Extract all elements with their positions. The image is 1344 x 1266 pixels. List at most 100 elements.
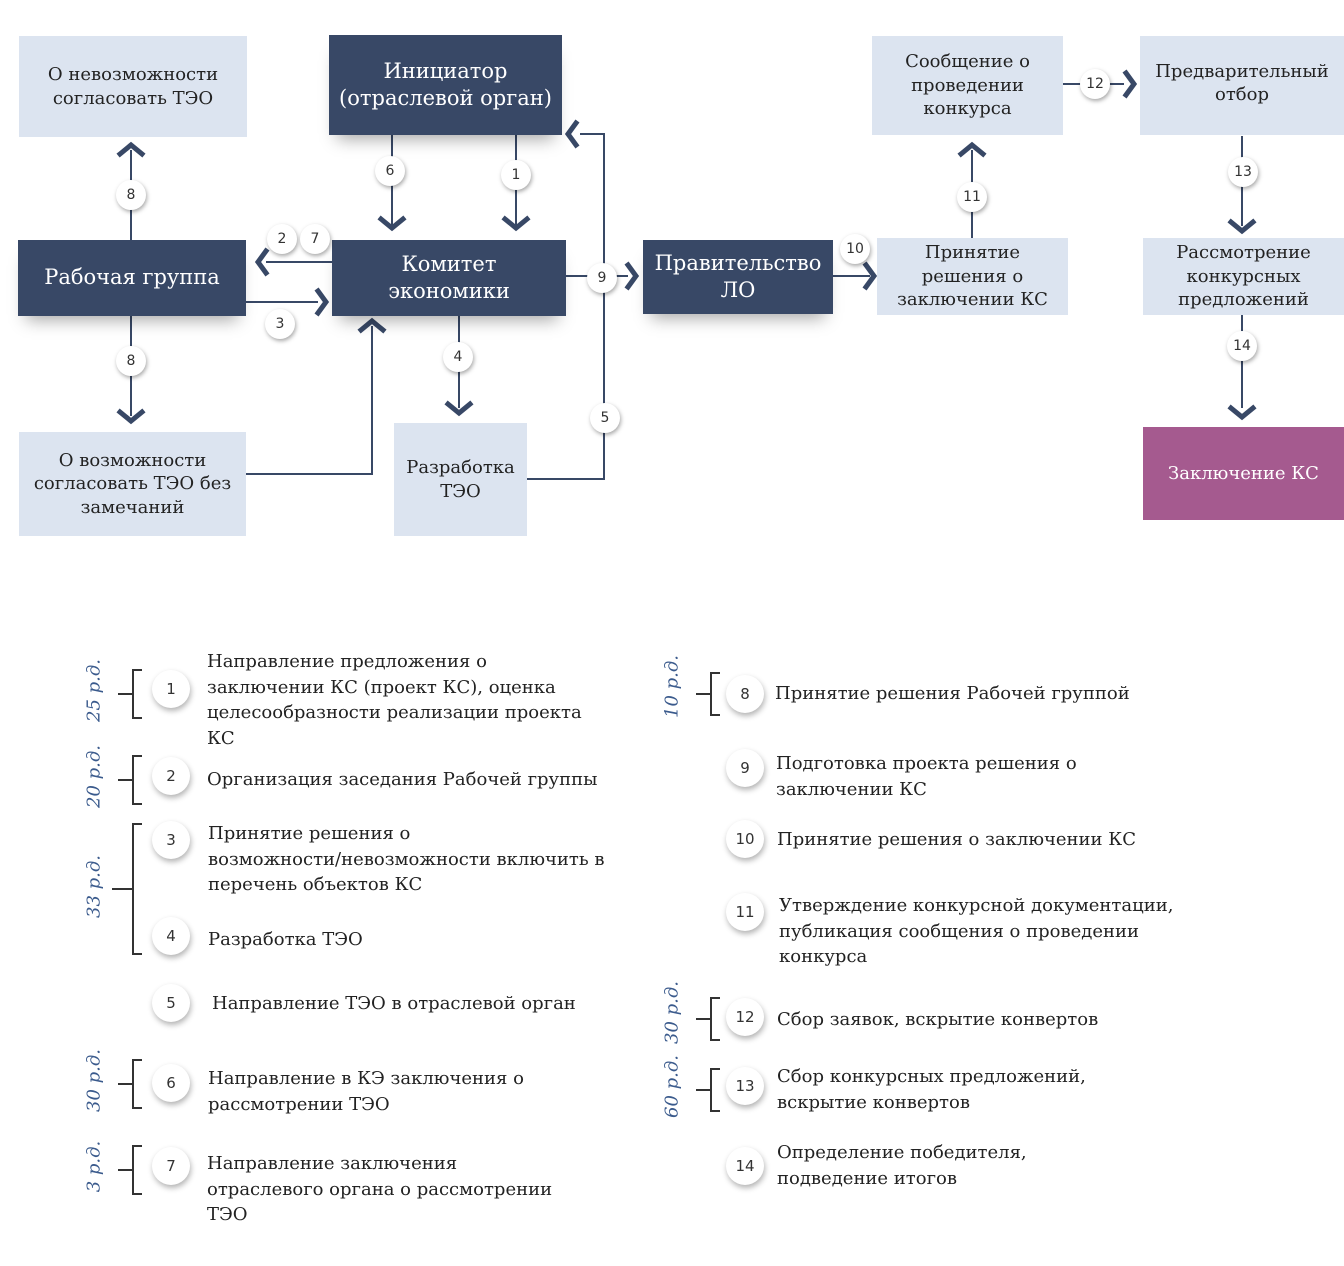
step-number: 13: [1228, 157, 1258, 187]
brace-8: [710, 672, 720, 716]
legend-text: Направление ТЭО в отраслевой орган: [212, 993, 576, 1014]
legend-text: Подготовка проекта решения о заключении …: [776, 753, 1077, 800]
arrowhead-4: [444, 400, 474, 417]
duration-label: 33 р.д.: [83, 855, 105, 918]
arrowhead-6: [377, 215, 407, 232]
brace-2: [132, 755, 142, 805]
arrowhead-8-down: [116, 408, 146, 425]
box-conclusion-label: Заключение КС: [1168, 462, 1319, 484]
legend-text: Сбор заявок, вскрытие конвертов: [777, 1009, 1099, 1030]
step-number: 14: [1227, 331, 1257, 361]
step-number: 2: [267, 224, 297, 254]
legend-text: Направление в КЭ заключения о рассмотрен…: [208, 1068, 524, 1115]
legend-text: Направление предложения о заключении КС …: [207, 651, 582, 749]
duration-label: 10 р.д.: [661, 655, 683, 718]
box-government-label: Правительство ЛО: [654, 250, 822, 302]
step-number: 12: [1080, 69, 1110, 99]
legend-number: 9: [726, 749, 764, 787]
legend-text: Принятие решения Рабочей группой: [775, 683, 1130, 704]
legend-text: Определение победителя, подведение итого…: [777, 1142, 1027, 1189]
legend-text: Разработка ТЭО: [208, 929, 363, 950]
step-number: 5: [590, 403, 620, 433]
duration-label: 30 р.д.: [661, 981, 683, 1044]
duration-label: 20 р.д.: [83, 745, 105, 808]
legend-text: Направление заключения отраслевого орган…: [207, 1153, 553, 1225]
step-number: 10: [840, 234, 870, 264]
arrowhead-possible: [357, 317, 387, 334]
box-committee-label: Комитет экономики: [388, 251, 510, 303]
legend-number: 11: [726, 893, 764, 931]
brace-7: [132, 1145, 142, 1195]
box-impossible-label: О невозможности согласовать ТЭО: [47, 64, 219, 109]
box-possible: О возможности согласовать ТЭО без замеча…: [19, 432, 246, 536]
legend-text: Утверждение конкурсной документации, пуб…: [779, 895, 1174, 967]
box-initiator-label: Инициатор (отраслевой орган): [339, 58, 552, 110]
box-teo-development: Разработка ТЭО: [394, 423, 527, 536]
arrowhead-9: [624, 261, 640, 291]
brace-1: [132, 669, 142, 719]
box-initiator: Инициатор (отраслевой орган): [329, 35, 562, 135]
step-number: 6: [375, 156, 405, 186]
arrowhead-3: [314, 287, 330, 317]
legend-number: 12: [726, 998, 764, 1036]
arrowhead-12: [1122, 69, 1138, 99]
connector-5: [527, 133, 605, 480]
box-preselection: Предварительный отбор: [1140, 36, 1344, 135]
arrowhead-10: [862, 261, 878, 291]
duration-label: 60 р.д.: [661, 1055, 683, 1118]
legend-number: 4: [152, 917, 190, 955]
legend-text: Организация заседания Рабочей группы: [207, 769, 598, 790]
box-decision: Принятие решения о заключении КС: [877, 238, 1068, 315]
box-working-group-label: Рабочая группа: [44, 265, 220, 290]
legend-number: 6: [152, 1064, 190, 1102]
step-number: 3: [265, 309, 295, 339]
legend-text: Сбор конкурсных предложений, вскрытие ко…: [777, 1066, 1086, 1113]
brace-3-4: [132, 823, 142, 955]
legend-text: Принятие решения о заключении КС: [777, 829, 1136, 850]
box-teo-development-label: Разработка ТЭО: [406, 457, 515, 502]
box-conclusion: Заключение КС: [1143, 427, 1344, 520]
arrowhead-1: [501, 215, 531, 232]
box-preselection-label: Предварительный отбор: [1155, 61, 1329, 106]
legend-text: Принятие решения о возможности/невозможн…: [208, 823, 605, 895]
step-number: 8: [116, 180, 146, 210]
step-number: 8: [116, 346, 146, 376]
step-number: 7: [300, 224, 330, 254]
step-number: 1: [501, 160, 531, 190]
legend-number: 5: [152, 984, 190, 1022]
duration-label: 3 р.д.: [83, 1140, 105, 1193]
legend-number: 10: [726, 820, 764, 858]
connector-possible: [246, 326, 373, 475]
brace-13: [710, 1068, 720, 1112]
legend-number: 13: [726, 1067, 764, 1105]
step-number: 9: [587, 263, 617, 293]
box-possible-label: О возможности согласовать ТЭО без замеча…: [33, 449, 232, 518]
brace-12: [710, 997, 720, 1041]
legend-number: 14: [726, 1147, 764, 1185]
arrowhead-11: [957, 141, 987, 158]
box-decision-label: Принятие решения о заключении КС: [897, 242, 1048, 311]
duration-label: 25 р.д.: [83, 659, 105, 722]
arrowhead-14: [1227, 404, 1257, 421]
box-impossible: О невозможности согласовать ТЭО: [19, 36, 247, 137]
legend-number: 8: [726, 675, 764, 713]
box-working-group: Рабочая группа: [18, 240, 246, 316]
box-review-label: Рассмотрение конкурсных предложений: [1176, 242, 1311, 311]
duration-label: 30 р.д.: [83, 1049, 105, 1112]
box-review: Рассмотрение конкурсных предложений: [1143, 238, 1344, 315]
legend-number: 2: [152, 757, 190, 795]
arrowhead-13: [1227, 218, 1257, 235]
arrowhead-8-up: [116, 141, 146, 158]
step-number: 11: [957, 182, 987, 212]
brace-6: [132, 1059, 142, 1109]
box-committee: Комитет экономики: [332, 240, 566, 316]
arrowhead-2-7: [254, 247, 270, 277]
box-announcement-label: Сообщение о проведении конкурса: [905, 51, 1030, 120]
step-number: 4: [443, 342, 473, 372]
legend-number: 1: [152, 670, 190, 708]
legend-number: 7: [152, 1147, 190, 1185]
box-announcement: Сообщение о проведении конкурса: [872, 36, 1063, 135]
legend-number: 3: [152, 821, 190, 859]
box-government: Правительство ЛО: [643, 240, 833, 314]
arrowhead-5: [564, 119, 580, 149]
